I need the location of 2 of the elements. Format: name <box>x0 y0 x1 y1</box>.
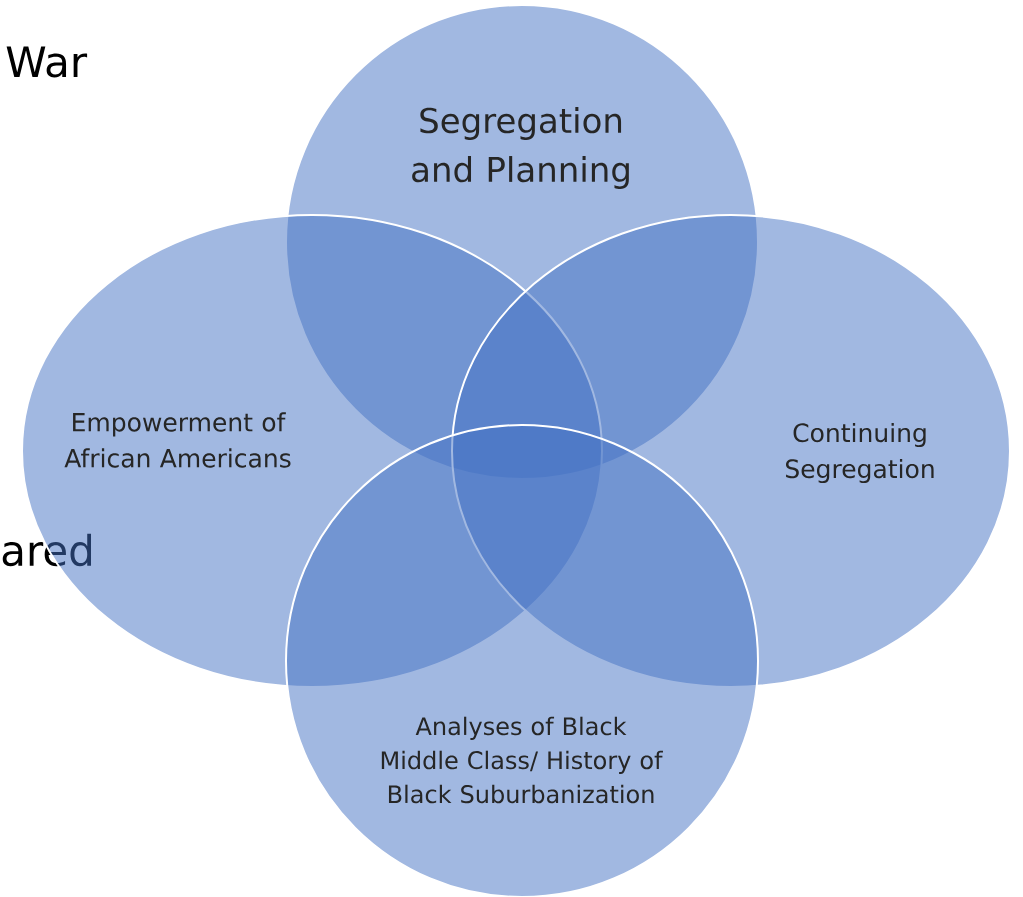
background-text: ared <box>2 533 91 567</box>
background-text: War <box>6 46 88 78</box>
